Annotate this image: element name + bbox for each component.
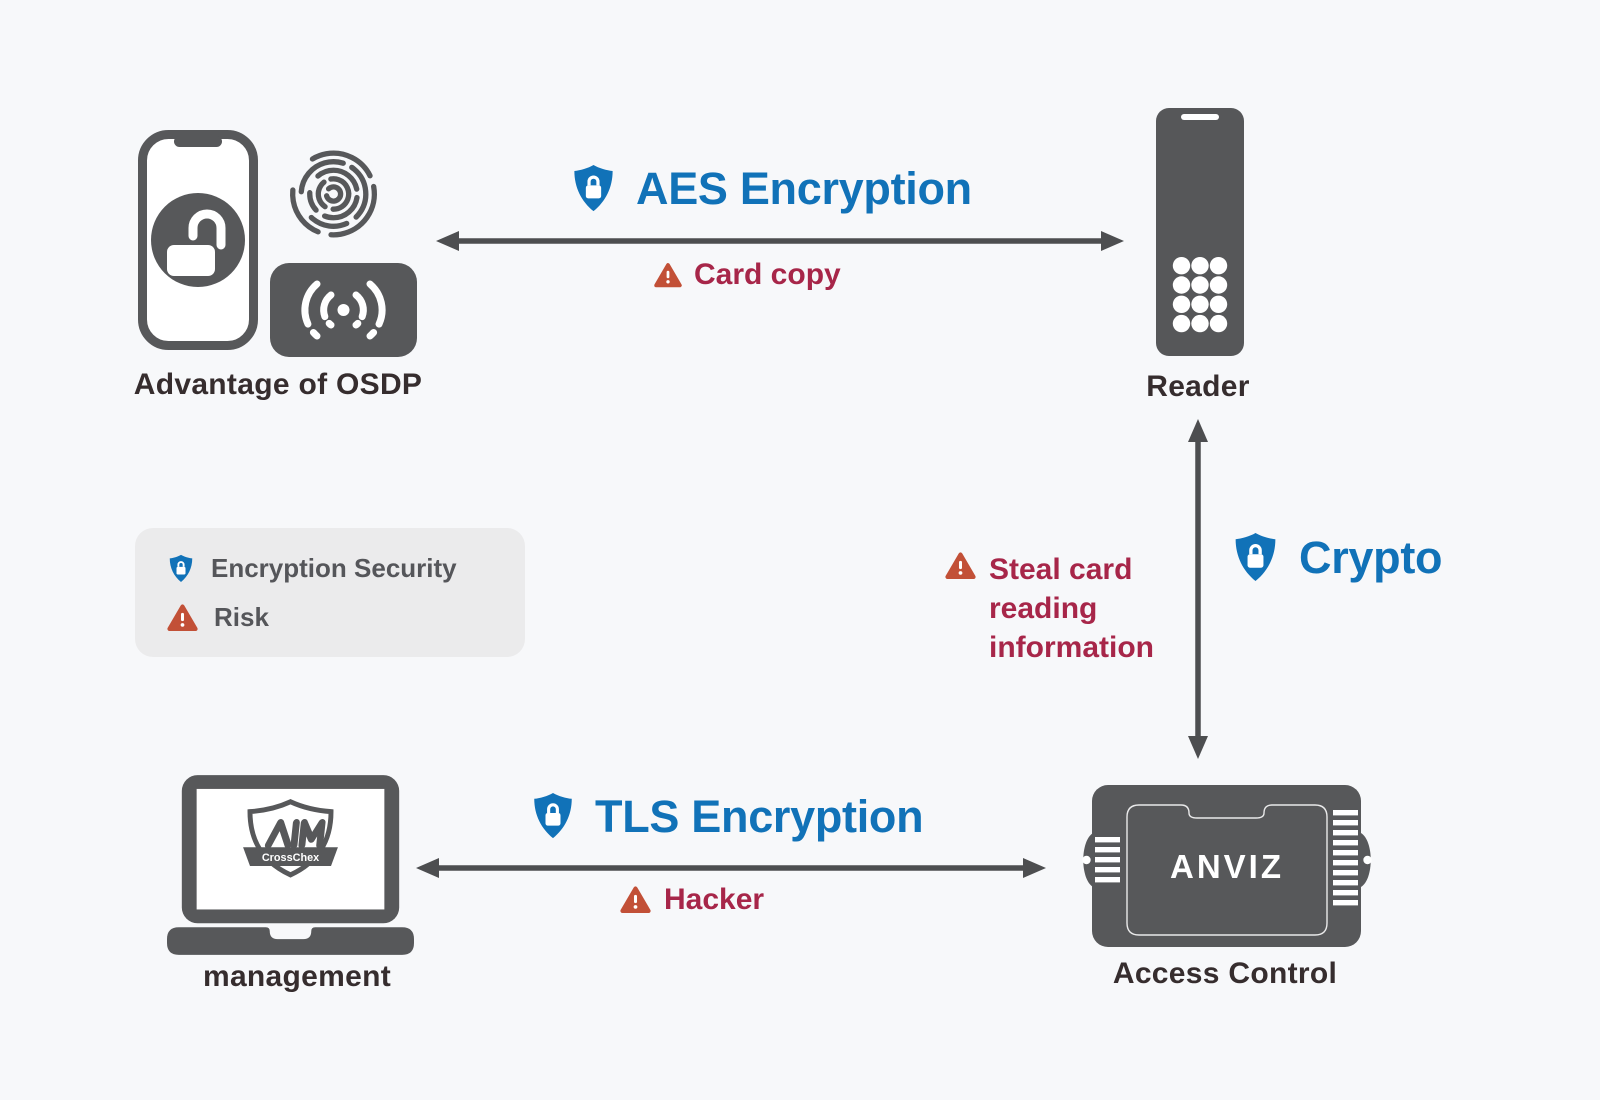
risk-label: Steal card reading information (989, 550, 1154, 667)
crypto-link-arrow (1183, 417, 1213, 761)
laptop-icon: CrossChex (167, 775, 414, 955)
crosschex-logo-text: CrossChex (262, 852, 319, 864)
node-access-control: ANVIZ (1077, 785, 1377, 947)
access-controller-icon: ANVIZ (1082, 785, 1372, 947)
link-aes-encryption: AES Encryption (568, 162, 972, 216)
tls-link-arrow (414, 853, 1048, 883)
link-security-label: Crypto (1299, 532, 1443, 584)
risk-line: Steal card (989, 553, 1133, 586)
risk-label: Hacker (664, 882, 765, 916)
node-reader (1156, 108, 1244, 356)
warning-triangle-icon (620, 886, 651, 913)
legend-item-encryption: Encryption Security (166, 553, 525, 585)
smartphone-unlock-icon (138, 130, 258, 350)
link-security-label: TLS Encryption (595, 790, 924, 842)
link-crypto: Crypto (1229, 530, 1443, 586)
node-access-control-label: Access Control (1112, 957, 1338, 990)
contactless-card-icon (270, 263, 417, 357)
legend-item-label: Risk (214, 601, 269, 632)
node-management: CrossChex (167, 775, 414, 955)
risk-line: reading (989, 592, 1098, 625)
warning-triangle-icon (167, 603, 198, 631)
reader-device-icon (1156, 108, 1244, 356)
node-osdp-label: Advantage of OSDP (133, 368, 423, 401)
shield-lock-icon (534, 792, 572, 839)
warning-triangle-icon (945, 552, 976, 579)
node-osdp (138, 130, 258, 350)
risk-steal-card: Steal card reading information (944, 550, 1154, 667)
node-management-label: management (202, 960, 392, 993)
shield-lock-icon (574, 164, 613, 212)
shield-lock-icon (169, 554, 193, 582)
risk-label: Card copy (694, 258, 841, 291)
risk-hacker: Hacker (619, 884, 764, 915)
anviz-brand-text: ANVIZ (1170, 848, 1284, 885)
link-security-label: AES Encryption (636, 163, 972, 215)
node-reader-label: Reader (1146, 370, 1250, 403)
crosschex-logo: CrossChex (243, 799, 338, 878)
risk-card-copy: Card copy (653, 260, 841, 290)
fingerprint-icon (286, 143, 381, 245)
legend-item-label: Encryption Security (211, 553, 457, 583)
legend-box: Encryption Security Risk (135, 528, 525, 657)
risk-line: information (989, 631, 1154, 664)
link-tls-encryption: TLS Encryption (528, 790, 924, 843)
legend-item-risk: Risk (166, 602, 525, 633)
aes-link-arrow (434, 226, 1126, 256)
warning-triangle-icon (654, 263, 682, 288)
shield-lock-icon (1235, 533, 1276, 581)
